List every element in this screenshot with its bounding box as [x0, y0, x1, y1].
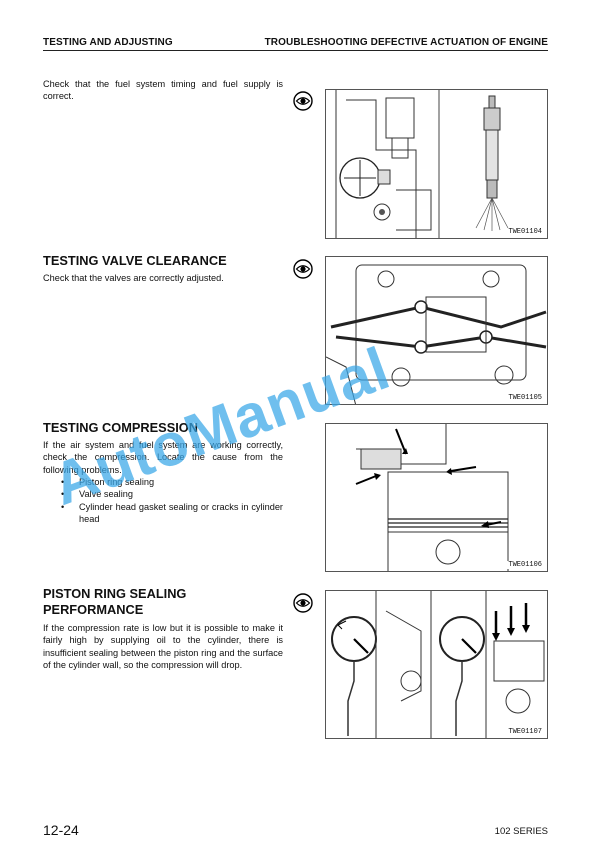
section-title-piston-ring-line2: PERFORMANCE	[43, 602, 144, 617]
figure-fuel-injector: TWE01104	[325, 89, 548, 239]
compression-paragraph: If the air system and fuel system are wo…	[43, 440, 283, 475]
eye-symbol-icon	[293, 593, 313, 613]
compression-problem-list: •Piston ring sealing •Valve sealing •Cyl…	[43, 476, 283, 526]
section-title-testing-compression: TESTING COMPRESSION	[43, 420, 198, 435]
list-item: •Valve sealing	[61, 489, 133, 500]
section-title-valve-clearance: TESTING VALVE CLEARANCE	[43, 253, 227, 268]
figure-compression-sealing: TWE01106	[325, 423, 548, 572]
header-chapter-title: TROUBLESHOOTING DEFECTIVE ACTUATION OF E…	[264, 37, 548, 48]
header-divider	[43, 50, 548, 51]
header-section-title: TESTING AND ADJUSTING	[43, 37, 173, 48]
valve-paragraph: Check that the valves are correctly adju…	[43, 273, 224, 283]
series-label: 102 SERIES	[494, 826, 548, 837]
list-item: •Piston ring sealing	[61, 477, 155, 487]
section-title-piston-ring-line1: PISTON RING SEALING	[43, 586, 187, 601]
figure-code: TWE01104	[507, 228, 543, 236]
piston-paragraph: If the compression rate is low but it is…	[43, 623, 283, 671]
eye-symbol-icon	[293, 259, 313, 279]
page-number: 12-24	[43, 822, 79, 838]
figure-code: TWE01106	[507, 561, 543, 569]
eye-symbol-icon	[293, 91, 313, 111]
list-item: •Cylinder head gasket sealing or cracks …	[61, 501, 283, 525]
figure-compression-gauge: TWE01107	[325, 590, 548, 739]
intro-paragraph: Check that the fuel system timing and fu…	[43, 79, 283, 102]
figure-code: TWE01107	[507, 728, 543, 736]
figure-valve-rocker: TWE01105	[325, 256, 548, 405]
figure-code: TWE01105	[507, 394, 543, 402]
